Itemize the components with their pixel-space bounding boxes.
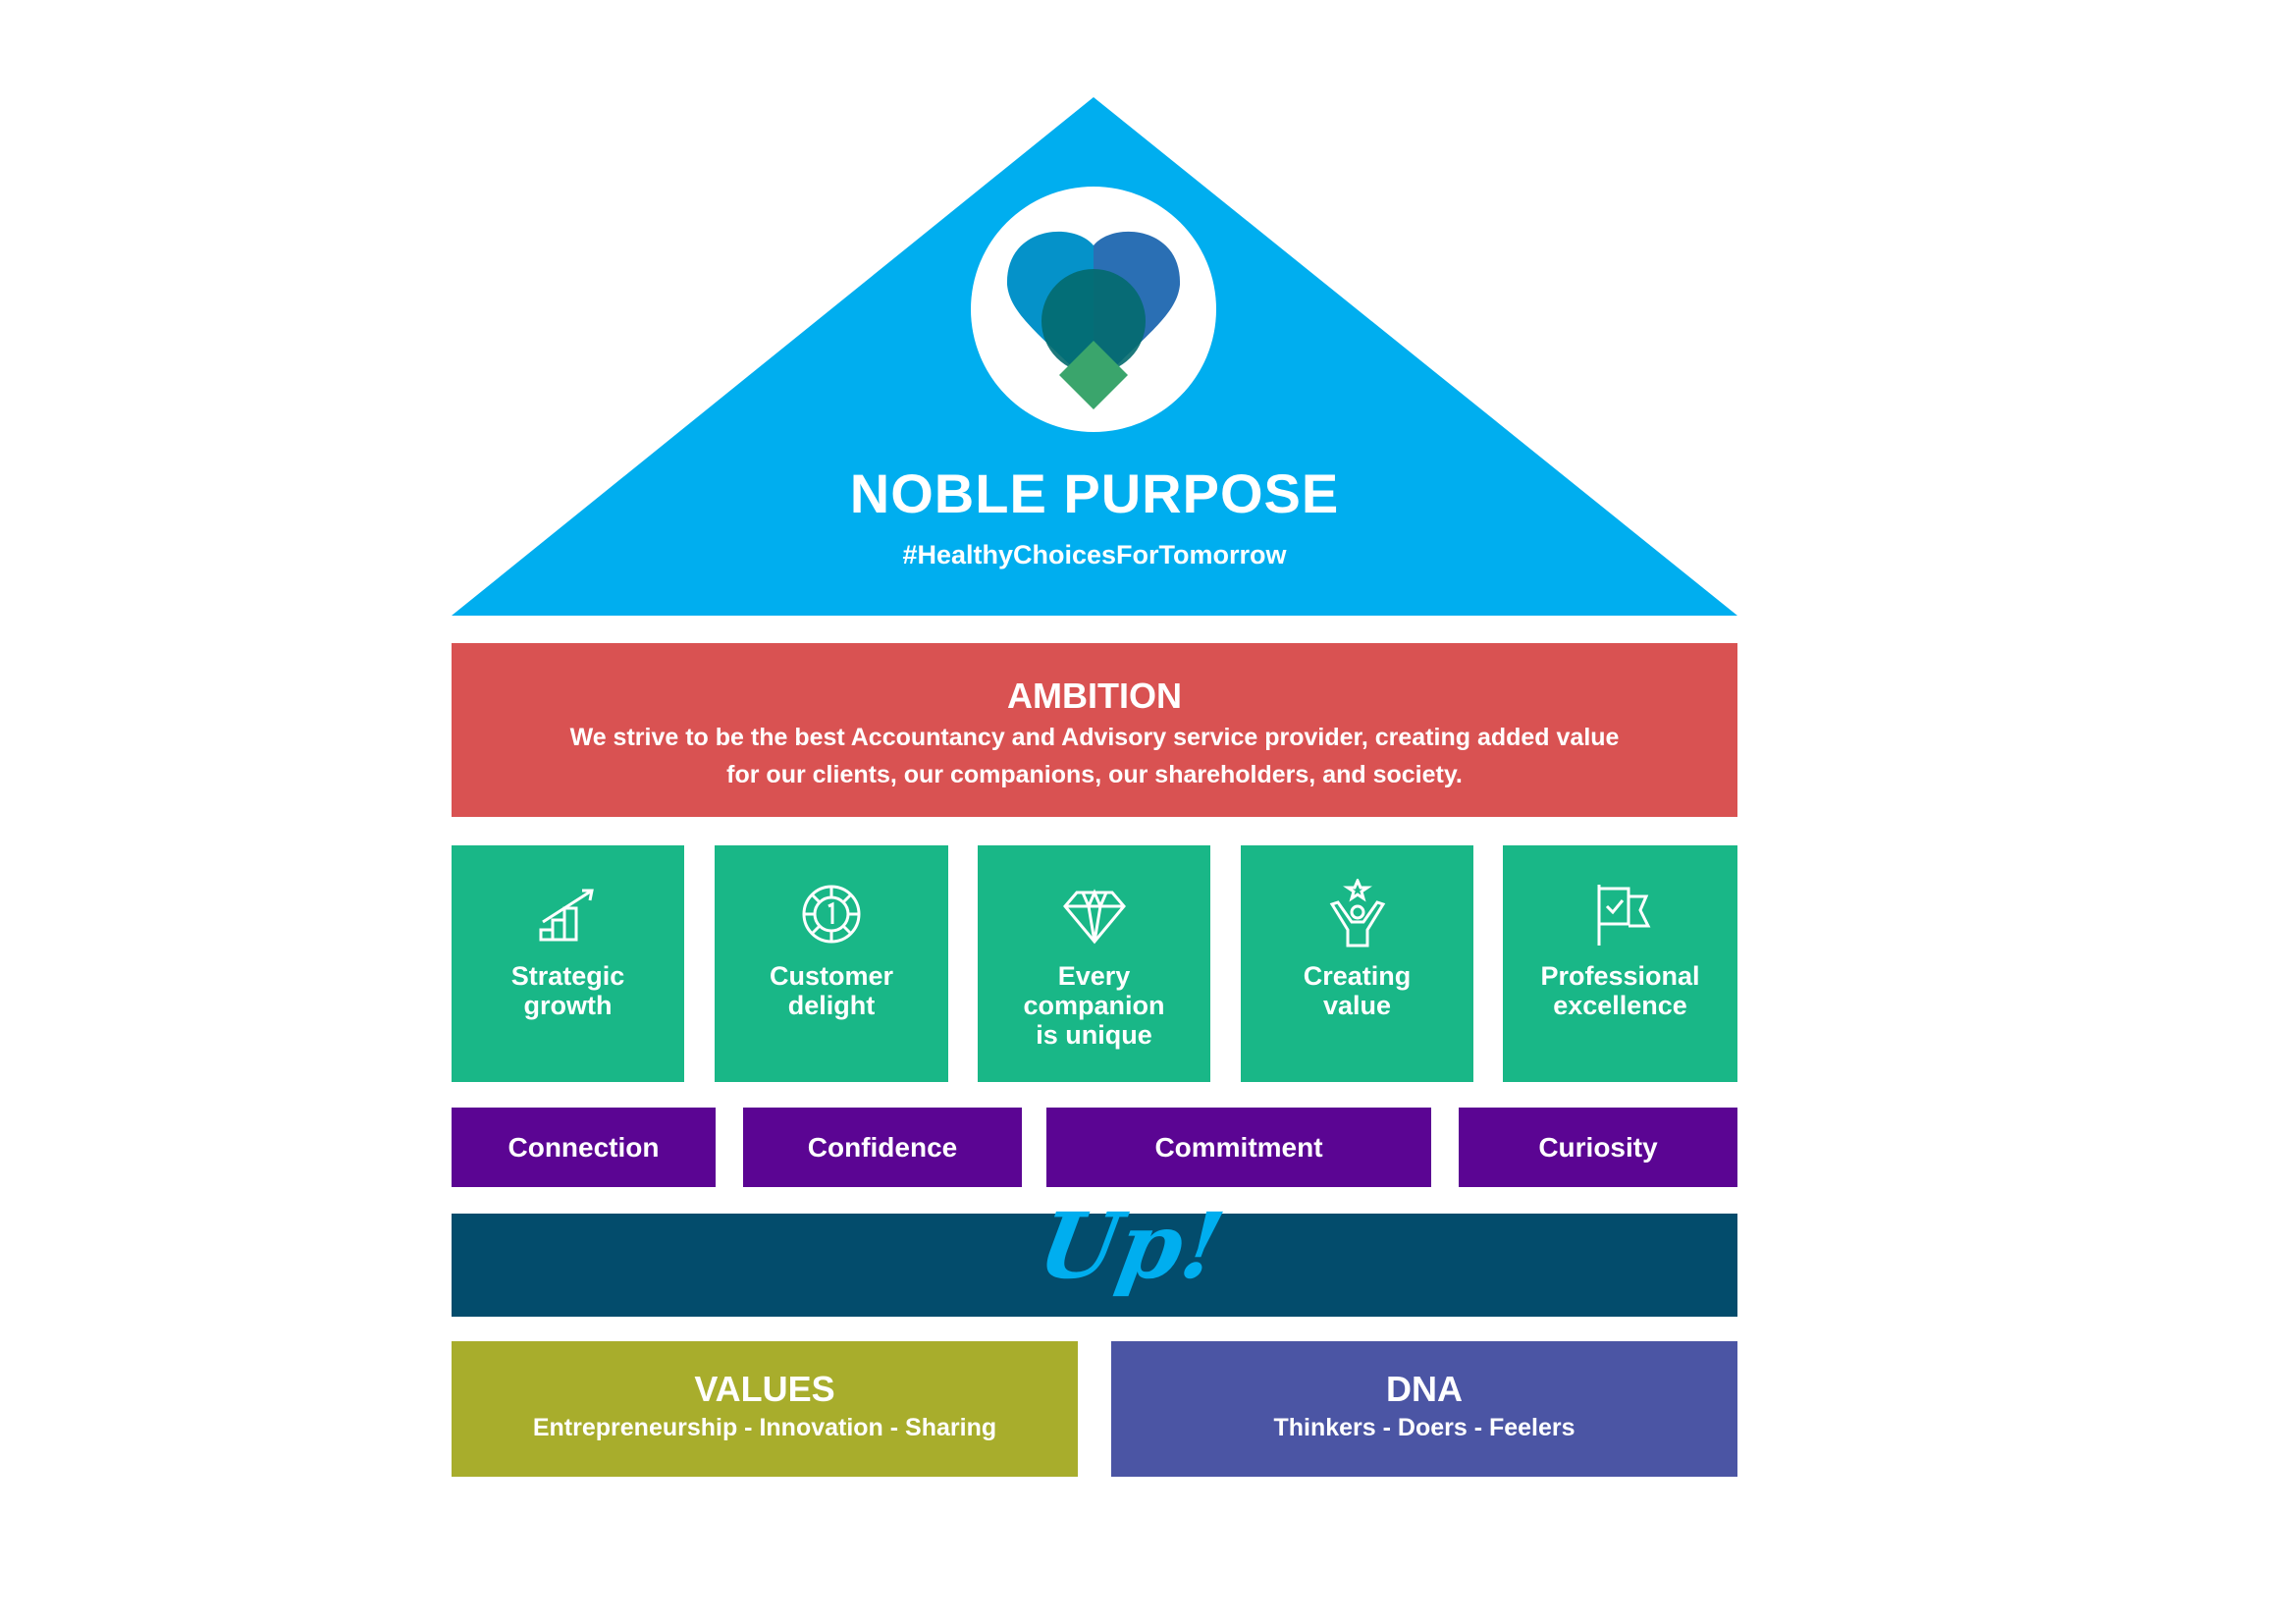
pillar-label: growth xyxy=(523,991,613,1020)
foundation-band xyxy=(452,1214,1737,1317)
medal-icon xyxy=(802,885,861,944)
logo-circle xyxy=(971,187,1216,432)
pillar-label: Strategic xyxy=(510,961,625,991)
pillar-label: Professional xyxy=(1540,961,1700,991)
pillar-label: Creating xyxy=(1303,961,1412,991)
behaviour-curiosity: Curiosity xyxy=(1459,1108,1737,1187)
flag-check-icon xyxy=(1597,885,1650,946)
behaviour-confidence: Confidence xyxy=(743,1108,1022,1187)
values-title: VALUES xyxy=(694,1369,835,1409)
dna-subtitle: Thinkers - Doers - Feelers xyxy=(1273,1414,1575,1441)
pillar-creating-value: Creating value xyxy=(1241,845,1473,1082)
pillar-label: Customer xyxy=(769,961,894,991)
behaviour-connection: Connection xyxy=(452,1108,716,1187)
pillar-professional-excellence: Professional excellence xyxy=(1503,845,1737,1082)
noble-purpose-title: NOBLE PURPOSE xyxy=(849,462,1340,524)
diamond-icon xyxy=(1062,889,1126,945)
values-subtitle: Entrepreneurship - Innovation - Sharing xyxy=(532,1414,997,1441)
behaviour-commitment: Commitment xyxy=(1046,1108,1431,1187)
heart-logo-icon xyxy=(1006,231,1181,409)
pillar-label: companion xyxy=(1023,991,1165,1020)
ambition-title: AMBITION xyxy=(1007,676,1182,716)
pillar-customer-delight: Customer delight xyxy=(715,845,948,1082)
values-box: VALUES Entrepreneurship - Innovation - S… xyxy=(452,1341,1078,1477)
ambition-line-2: for our clients, our companions, our sha… xyxy=(726,761,1463,788)
pillar-label: Every xyxy=(1057,961,1131,991)
dna-box: DNA Thinkers - Doers - Feelers xyxy=(1111,1341,1737,1477)
pillar-label: is unique xyxy=(1036,1020,1152,1050)
pillar-every-companion-unique: Every companion is unique xyxy=(978,845,1210,1082)
ambition-box: AMBITION We strive to be the best Accoun… xyxy=(452,643,1737,817)
dna-title: DNA xyxy=(1386,1369,1463,1409)
pillar-strategic-growth: Strategic growth xyxy=(452,845,684,1082)
ambition-line-1: We strive to be the best Accountancy and… xyxy=(569,724,1620,751)
growth-chart-icon xyxy=(539,889,594,942)
pillar-label: excellence xyxy=(1553,991,1687,1020)
person-star-icon xyxy=(1329,879,1385,947)
noble-purpose-hashtag: #HealthyChoicesForTomorrow xyxy=(902,540,1287,569)
pillar-label: value xyxy=(1322,991,1392,1020)
up-logo-text: Up! xyxy=(1031,1193,1232,1299)
pillar-label: delight xyxy=(787,991,876,1020)
